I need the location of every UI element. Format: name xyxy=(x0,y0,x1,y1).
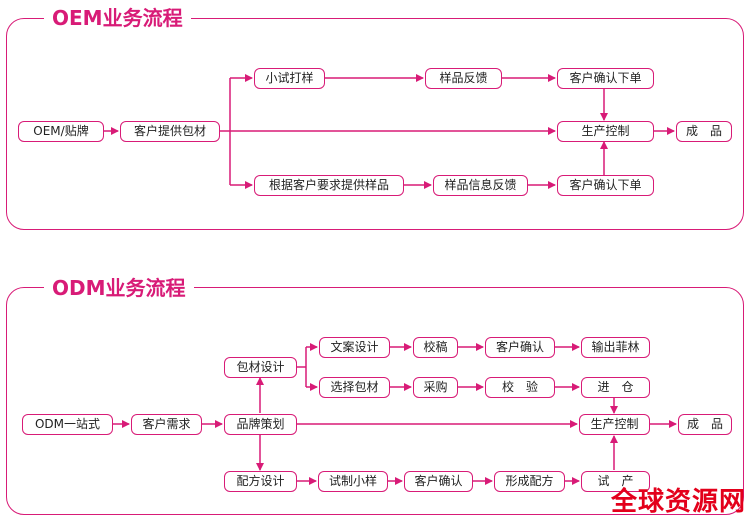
oem-title: OEM业务流程 xyxy=(44,6,191,30)
oem-frame xyxy=(6,18,744,230)
node-customer-need: 客户需求 xyxy=(131,414,202,435)
node-form-formula: 形成配方 xyxy=(494,471,565,492)
node-copy-design: 文案设计 xyxy=(319,337,390,358)
node-customer-confirm-top: 客户确认 xyxy=(485,337,555,358)
node-trial-production: 试 产 xyxy=(581,471,650,492)
node-proofread: 校稿 xyxy=(413,337,458,358)
node-warehouse: 进 仓 xyxy=(581,377,650,398)
node-brand-plan: 品牌策划 xyxy=(224,414,297,435)
node-small-trial: 小试打样 xyxy=(254,68,325,89)
watermark: 全球资源网 xyxy=(610,487,746,517)
node-sample-feedback: 样品反馈 xyxy=(425,68,502,89)
node-one-stop: ODM一站式 xyxy=(22,414,113,435)
node-provide-packaging: 客户提供包材 xyxy=(120,121,220,142)
node-output-film: 输出菲林 xyxy=(581,337,650,358)
node-confirm-order-top: 客户确认下单 xyxy=(557,68,654,89)
node-finished-odm: 成 品 xyxy=(678,414,732,435)
node-package-design: 包材设计 xyxy=(224,357,297,378)
node-confirm-order-bottom: 客户确认下单 xyxy=(557,175,654,196)
node-oem-label: OEM/贴牌 xyxy=(18,121,104,142)
node-customer-confirm-bottom: 客户确认 xyxy=(404,471,473,492)
node-inspect: 校 验 xyxy=(485,377,555,398)
node-production-control-odm: 生产控制 xyxy=(579,414,650,435)
node-sample-info-feedback: 样品信息反馈 xyxy=(433,175,528,196)
node-select-package: 选择包材 xyxy=(319,377,390,398)
node-finished-oem: 成 品 xyxy=(676,121,732,142)
node-production-control-oem: 生产控制 xyxy=(557,121,654,142)
odm-frame xyxy=(6,287,744,515)
node-purchase: 采购 xyxy=(413,377,458,398)
node-sample-by-request: 根据客户要求提供样品 xyxy=(254,175,404,196)
node-formula-design: 配方设计 xyxy=(224,471,297,492)
odm-title: ODM业务流程 xyxy=(44,276,194,300)
node-trial-sample: 试制小样 xyxy=(318,471,388,492)
